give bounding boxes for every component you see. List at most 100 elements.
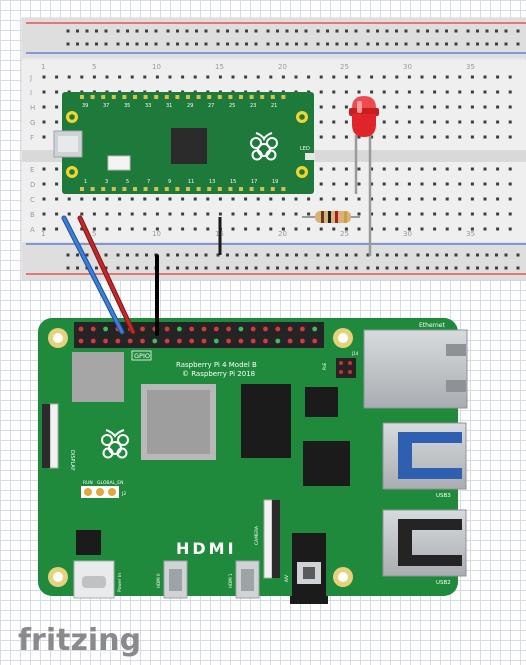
gpio-pin [238,326,244,332]
rail-hole [145,29,148,33]
breadboard-hole [281,212,285,216]
rail-hole [135,29,139,33]
pico-pin [133,187,137,191]
ethernet-led-2 [446,380,466,392]
rail-hole [235,42,239,46]
breadboard-hole [42,75,46,79]
breadboard-hole [294,75,298,79]
rail-hole [504,253,508,257]
breadboard-hole [433,120,437,124]
breadboard-hole [433,90,437,94]
breadboard-hole [80,227,84,231]
breadboard-hole [496,135,500,139]
rail-hole [316,42,320,46]
pico-pin-label-19: 19 [272,179,278,185]
breadboard-hole [407,135,411,139]
breadboard-hole [483,75,487,79]
breadboard-hole [382,105,386,109]
fritzing-logo: fritzing [18,623,141,658]
breadboard-hole [470,212,474,216]
breadboard-hole [445,120,449,124]
breadboard-hole [206,227,210,231]
breadboard-hole [508,105,512,109]
breadboard-hole [181,227,185,231]
breadboard-hole [143,212,147,216]
breadboard-hole [508,135,512,139]
breadboard-hole [470,105,474,109]
breadboard-hole [42,197,46,201]
breadboard-hole [105,227,109,231]
pico-pin [80,95,84,99]
gpio-pin [152,338,158,344]
rail-hole [145,42,148,46]
breadboard-hole [244,197,248,201]
power-in-port [82,576,106,588]
gpio-pin [177,326,182,332]
pico-pin-label-21: 21 [271,103,277,109]
breadboard-hole [193,75,197,79]
breadboard-hole [407,75,411,79]
breadboard-hole [105,75,109,79]
breadboard-hole [458,120,462,124]
rail-hole [116,253,120,257]
rail-hole [416,29,420,33]
breadboard-hole [206,197,210,201]
breadboard-hole [395,197,399,201]
rail-hole [254,29,258,33]
raspberry-pi-4-board: GPIO Raspberry Pi 4 Model B © Raspberry … [38,318,468,604]
breadboard-hole [445,212,449,216]
breadboard-hole [382,135,386,139]
rail-hole [176,253,179,257]
pico-bottom-labels: 1 3 5 7 9 11 13 15 17 19 [84,179,278,185]
breadboard-hole [332,197,336,201]
breadboard-hole [42,105,46,109]
bootsel-button [107,155,131,171]
breadboard-hole [483,197,487,201]
gpio-pin [312,338,318,344]
rail-hole [345,253,348,257]
breadboard-hole [433,197,437,201]
rail-hole [476,42,479,46]
row-letter-a: A [30,226,35,234]
gpio-pin [300,326,305,332]
pico-pin [196,187,201,191]
resistor-band-3 [335,211,338,223]
rail-hole [85,42,89,46]
hdmi0-port-inner [169,569,182,591]
rail-hole [304,42,308,46]
rail-hole [185,29,189,33]
gpio-pin [103,326,108,332]
rail-hole [285,29,289,33]
breadboard-hole [407,90,411,94]
pico-pin [90,187,95,191]
breadboard-hole [458,135,462,139]
breadboard-hole [206,212,210,216]
pico-pin [122,95,127,99]
breadboard-hole [458,212,462,216]
breadboard-hole [370,197,374,201]
breadboard-hole [143,75,147,79]
gpio-pin [115,338,121,344]
led-highlight [357,101,362,113]
breadboard-hole [433,75,437,79]
breadboard-hole [256,75,260,79]
rail-hole [266,42,270,46]
breadboard-hole [470,120,474,124]
breadboard-hole [218,197,222,201]
usb3-label: USB3 [436,493,451,499]
gpio-pin [250,338,256,344]
breadboard-hole [155,227,159,231]
rail-hole [335,42,339,46]
pico-pin [270,95,275,99]
usb2-tongue-icon [398,519,462,566]
pico-pin [281,95,286,99]
breadboard-hole [231,212,235,216]
red-wire [78,216,135,334]
row-letter-g: G [30,119,35,127]
pico-bottom-pins [80,187,286,191]
pico-pin [122,187,127,191]
rail-hole [495,253,498,257]
rail-hole [166,42,170,46]
breadboard-hole [496,105,500,109]
